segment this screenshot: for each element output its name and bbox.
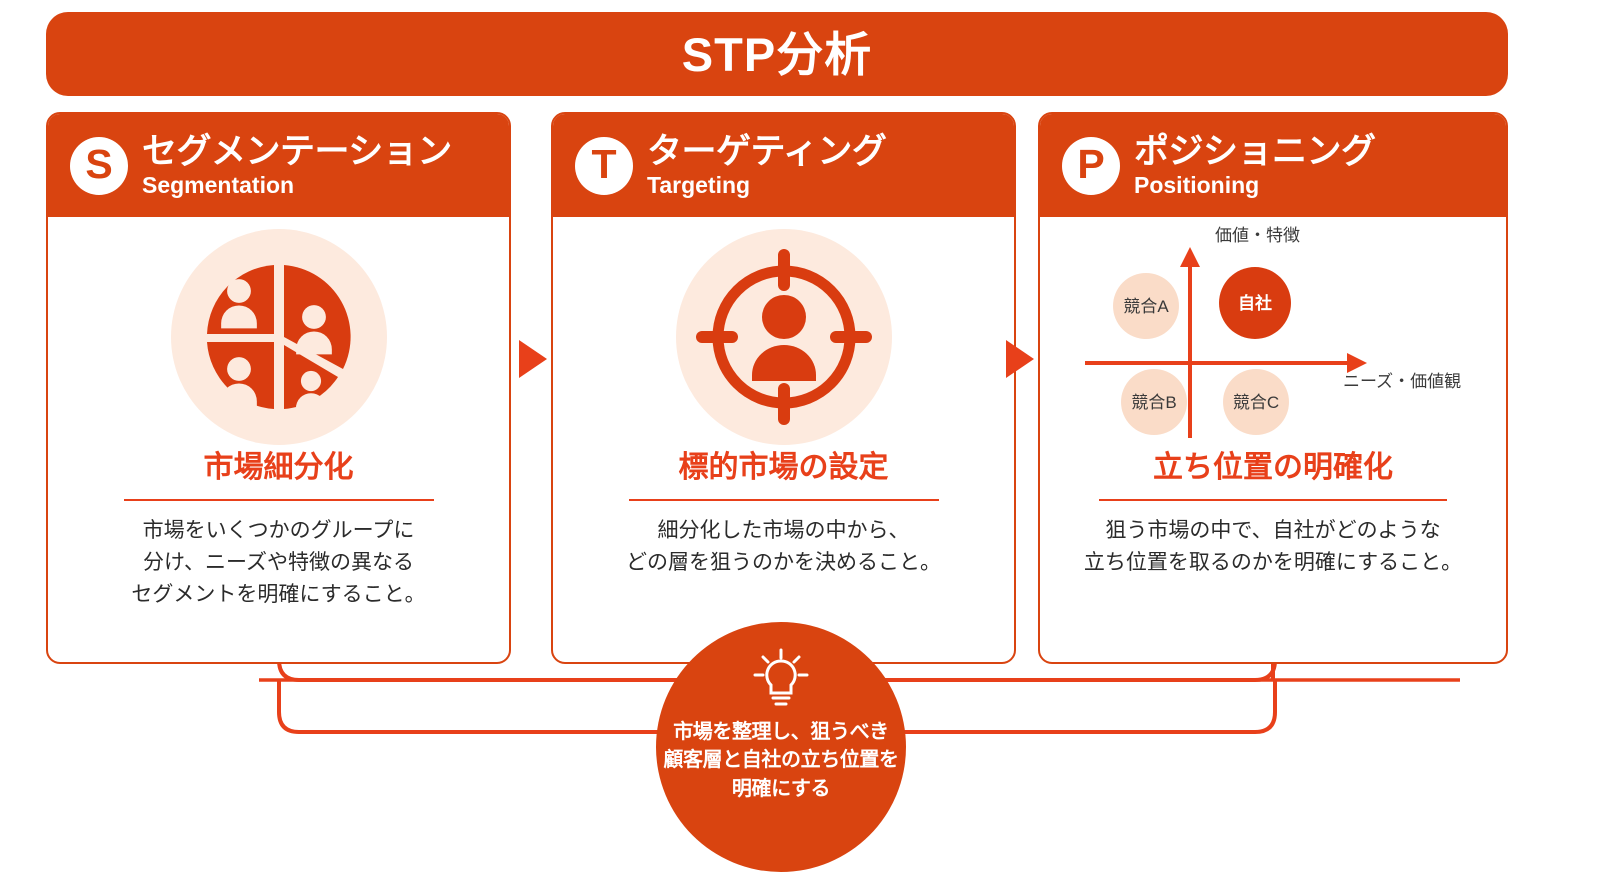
step-title-ja-positioning: ポジショニング (1134, 131, 1376, 171)
positioning-map-icon: 価値・特徴 ニーズ・価値観 競合A 自社 競合B 競合C (1063, 223, 1483, 451)
step-title-ja-segmentation: セグメンテーション (142, 131, 452, 171)
card-subtitle-positioning: 立ち位置の明確化 (1153, 451, 1393, 484)
subtitle-rule (1099, 499, 1447, 501)
target-crosshair-person-icon (675, 229, 892, 445)
step-title-en-segmentation: Segmentation (142, 171, 295, 198)
card-header-positioning: P ポジショニング Positioning (1040, 114, 1506, 217)
targeting-illustration (553, 223, 1014, 451)
positioning-bubble-own-company: 自社 (1219, 267, 1291, 339)
step-card-positioning: P ポジショニング Positioning (1038, 112, 1508, 664)
card-header-segmentation: S セグメンテーション Segmentation (48, 114, 509, 217)
segmentation-pie-people-icon (170, 229, 387, 445)
step-title-en-positioning: Positioning (1134, 171, 1260, 198)
step-letter-badge-s: S (70, 136, 128, 195)
step-card-targeting: T ターゲティング Targeting (551, 112, 1016, 664)
card-body-positioning: 価値・特徴 ニーズ・価値観 競合A 自社 競合B 競合C 立ち位置の明確化 狙う… (1040, 217, 1506, 662)
step-title-ja-targeting: ターゲティング (647, 131, 887, 171)
card-body-targeting: 標的市場の設定 細分化した市場の中から、 どの層を狙うのかを決めること。 (553, 217, 1014, 662)
card-header-targeting: T ターゲティング Targeting (553, 114, 1014, 217)
positioning-bubble-competitor-a: 競合A (1113, 273, 1179, 339)
positioning-bubble-competitor-b: 競合B (1121, 369, 1187, 435)
positioning-map-axes (1085, 247, 1367, 438)
card-subtitle-segmentation: 市場細分化 (203, 451, 354, 484)
subtitle-rule (123, 499, 434, 501)
stp-analysis-diagram: STP分析 S セグメンテーション Segmentation (46, 12, 1508, 872)
card-subtitle-targeting: 標的市場の設定 (678, 451, 889, 484)
lightbulb-icon (753, 648, 809, 706)
summary-text: 市場を整理し、狙うべき 顧客層と自社の立ち位置を 明確にする (663, 721, 899, 800)
subtitle-rule (628, 499, 939, 501)
step-letter-badge-p: P (1062, 136, 1120, 195)
summary-badge: 市場を整理し、狙うべき 顧客層と自社の立ち位置を 明確にする (656, 622, 906, 872)
card-body-segmentation: 市場細分化 市場をいくつかのグループに 分け、ニーズや特徴の異なる セグメントを… (48, 217, 509, 662)
page-title: STP分析 (681, 27, 873, 81)
positioning-y-axis-label: 価値・特徴 (1215, 226, 1300, 245)
step-letter-badge-t: T (575, 136, 633, 195)
step-title-en-targeting: Targeting (647, 171, 751, 198)
positioning-bubble-competitor-c: 競合C (1223, 369, 1289, 435)
card-description-positioning: 狙う市場の中で、自社がどのような 立ち位置を取るのかを明確にすること。 (1083, 519, 1463, 574)
flow-arrow-right-icon-2 (1006, 340, 1034, 378)
positioning-x-axis-label: ニーズ・価値観 (1343, 372, 1462, 391)
segmentation-illustration (48, 223, 509, 451)
step-card-segmentation: S セグメンテーション Segmentation (46, 112, 511, 664)
diagram-title-banner: STP分析 (46, 12, 1508, 96)
flow-arrow-right-icon-1 (519, 340, 547, 378)
positioning-illustration: 価値・特徴 ニーズ・価値観 競合A 自社 競合B 競合C (1040, 223, 1506, 451)
card-description-targeting: 細分化した市場の中から、 どの層を狙うのかを決めること。 (626, 519, 941, 574)
card-description-segmentation: 市場をいくつかのグループに 分け、ニーズや特徴の異なる セグメントを明確にするこ… (131, 519, 426, 606)
